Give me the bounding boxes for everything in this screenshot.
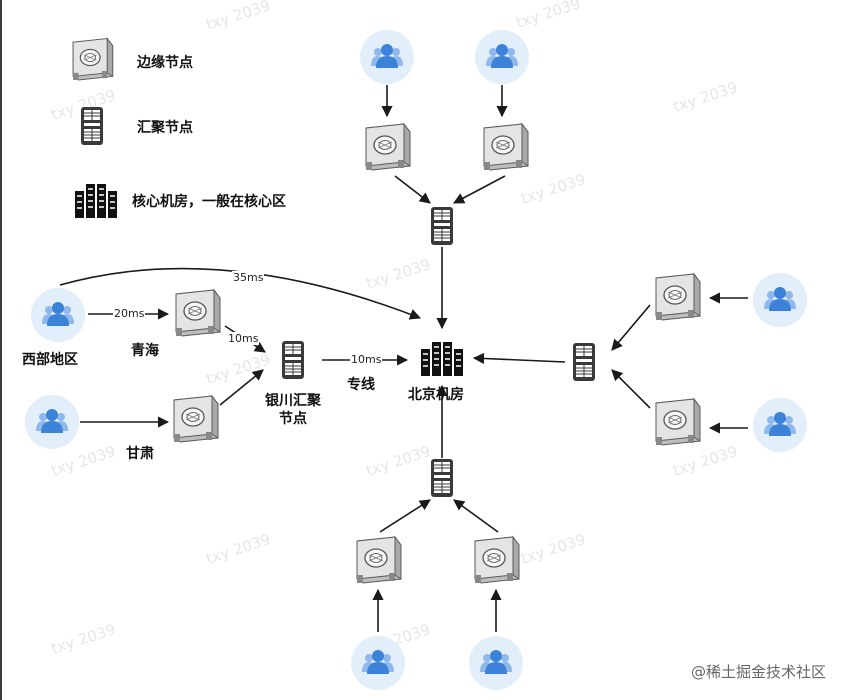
- yinchuan-label: 银川汇聚 节点: [257, 393, 329, 428]
- gansu-label: 甘肃: [126, 446, 154, 462]
- qinghai-label: 青海: [131, 343, 159, 359]
- datacenter-icon: [74, 183, 118, 219]
- dedicated-line-label: 专线: [347, 377, 375, 393]
- aggregation-server-icon: [572, 342, 596, 382]
- yinchuan-label-line2: 节点: [279, 410, 307, 427]
- aggregation-server-icon: [281, 340, 305, 380]
- edge-line: [611, 304, 651, 351]
- left-border: [0, 0, 2, 700]
- edge-server-icon: [175, 289, 221, 337]
- edge-line: [379, 499, 431, 533]
- beijing-label: 北京机房: [408, 387, 464, 403]
- legend-core-label: 核心机房，一般在核心区: [132, 194, 286, 210]
- edge-line: [472, 352, 566, 365]
- legend-edge-label: 边缘节点: [137, 55, 193, 71]
- users-icon: [351, 636, 405, 690]
- source-credit: @稀土掘金技术社区: [690, 663, 826, 681]
- latency-label: 10ms: [350, 353, 383, 366]
- west-region-label: 西部地区: [22, 352, 78, 368]
- edge-server-icon: [483, 123, 529, 171]
- edge-line: [453, 499, 499, 533]
- users-icon: [753, 398, 807, 452]
- edge-server-icon: [474, 536, 520, 584]
- edge-line: [611, 369, 651, 409]
- latency-label: 35ms: [232, 271, 265, 284]
- aggregation-server-icon: [80, 106, 104, 146]
- yinchuan-label-line1: 银川汇聚: [265, 393, 321, 409]
- users-icon: [469, 636, 523, 690]
- edge-line: [394, 175, 431, 204]
- edge-line: [453, 175, 506, 204]
- aggregation-server-icon: [430, 206, 454, 246]
- edge-server-icon: [72, 38, 114, 81]
- edge-server-icon: [173, 395, 219, 443]
- aggregation-server-icon: [430, 458, 454, 498]
- latency-label: 10ms: [227, 332, 260, 345]
- edge-server-icon: [655, 273, 701, 321]
- users-icon: [360, 30, 414, 84]
- users-icon: [753, 273, 807, 327]
- connections: [59, 85, 748, 632]
- users-icon: [31, 288, 85, 342]
- users-icon: [475, 30, 529, 84]
- edge-server-icon: [655, 398, 701, 446]
- users-icon: [25, 395, 79, 449]
- edge-line: [59, 267, 422, 320]
- legend-aggregation-label: 汇聚节点: [137, 120, 193, 136]
- edge-server-icon: [365, 123, 411, 171]
- edge-server-icon: [356, 536, 402, 584]
- datacenter-icon: [420, 341, 464, 377]
- edge-line: [219, 369, 264, 406]
- latency-label: 20ms: [113, 307, 146, 320]
